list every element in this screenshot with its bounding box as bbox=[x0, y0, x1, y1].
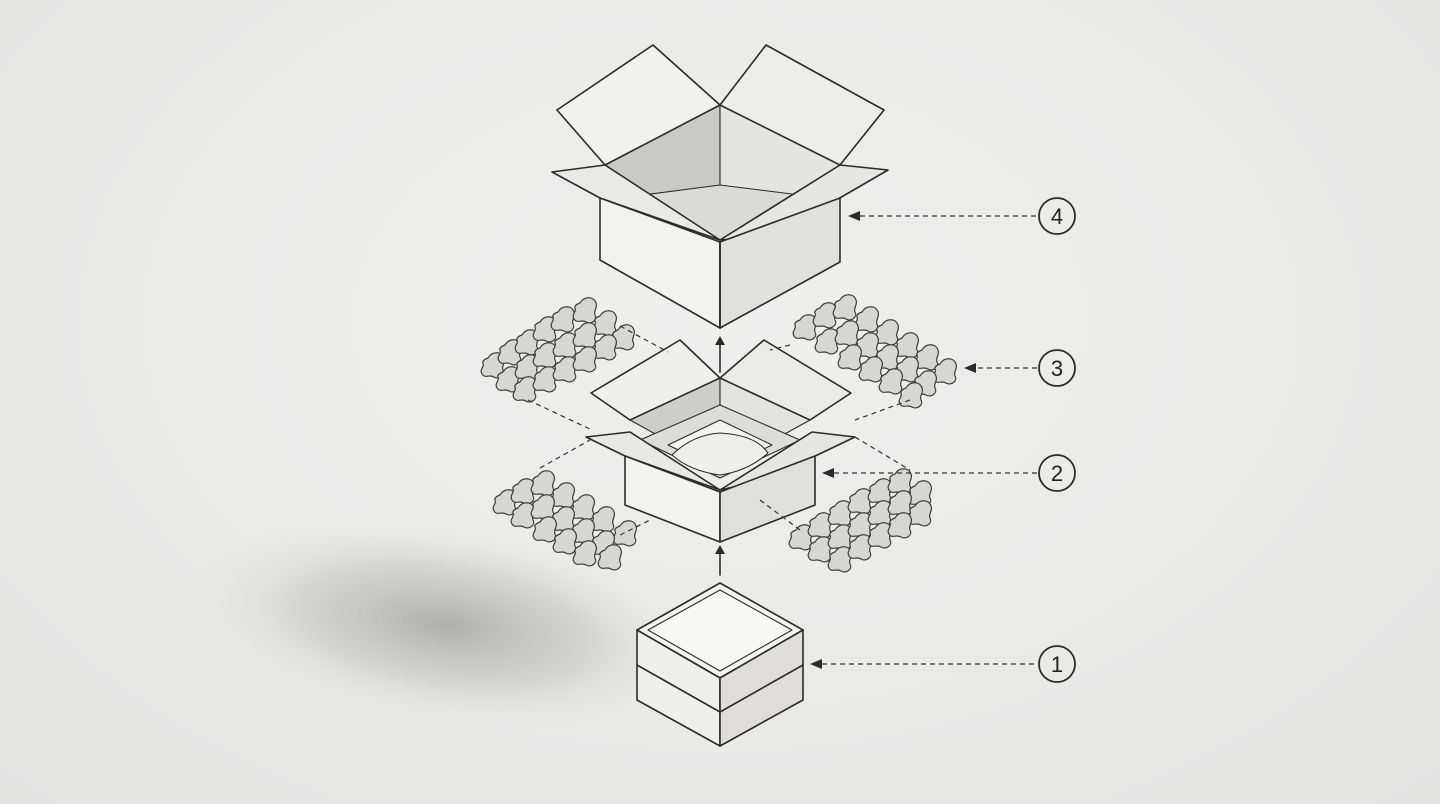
inner-box-front-right bbox=[719, 455, 816, 543]
arrow-left-icon bbox=[810, 659, 822, 669]
arrow-up-icon bbox=[715, 545, 725, 554]
arrow-up-icon bbox=[715, 336, 725, 345]
outer-box bbox=[551, 44, 889, 329]
callout-4: 4 bbox=[848, 197, 1076, 235]
callout-3: 3 bbox=[964, 349, 1076, 387]
callout-1-number: 1 bbox=[1051, 652, 1063, 677]
assembly-arrows bbox=[715, 336, 725, 576]
callout-1-circle bbox=[1038, 645, 1076, 683]
arrow-left-icon bbox=[822, 468, 834, 478]
callout-3-circle bbox=[1038, 349, 1076, 387]
callout-1: 1 bbox=[810, 645, 1076, 683]
outer-box-flap-back-right bbox=[719, 44, 885, 166]
callout-2-circle bbox=[1038, 454, 1076, 492]
inner-box bbox=[585, 339, 856, 543]
arrow-left-icon bbox=[848, 211, 860, 221]
callout-2: 2 bbox=[822, 454, 1076, 492]
drop-shadow bbox=[187, 519, 703, 731]
arrow-left-icon bbox=[964, 363, 976, 373]
item-box bbox=[636, 582, 804, 747]
assembly-guides bbox=[527, 325, 911, 536]
callout-4-number: 4 bbox=[1051, 204, 1063, 229]
callout-4-circle bbox=[1038, 197, 1076, 235]
callout-3-number: 3 bbox=[1051, 356, 1063, 381]
inner-box-flap-back-right bbox=[719, 339, 852, 421]
callout-2-number: 2 bbox=[1051, 461, 1063, 486]
